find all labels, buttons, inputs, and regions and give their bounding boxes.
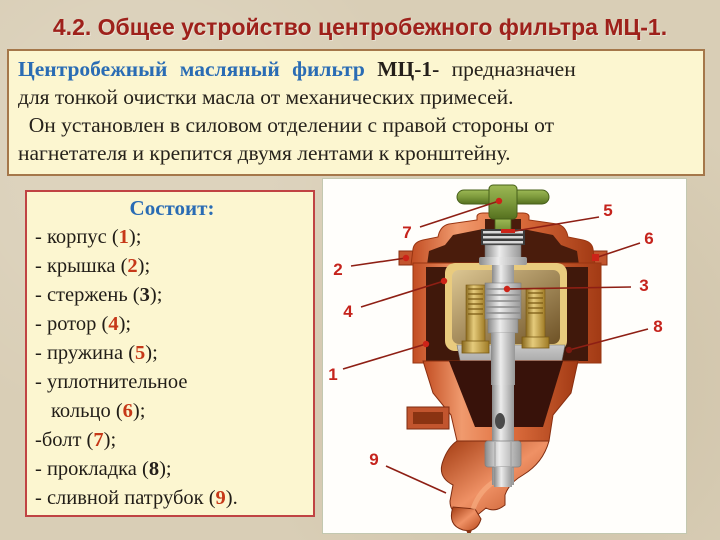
intro-line-3: Он установлен в силовом отделении с прав… [28, 113, 554, 137]
part-row-pruzhina: - пружина (5); [35, 342, 158, 364]
intro-model: МЦ-1- [377, 57, 440, 81]
part-row-prokladka: - прокладка (8); [35, 458, 172, 480]
callout-9: 9 [369, 450, 378, 469]
callout-5: 5 [603, 201, 612, 220]
part-row-bolt: -болт (7); [35, 429, 117, 451]
callout-leader-lines [342, 200, 649, 494]
callout-7: 7 [402, 223, 411, 242]
parts-list-panel: Состоит: - корпус (1); - крышка (2); - с… [25, 190, 315, 517]
filter-diagram: 1 2 3 4 5 6 7 8 9 [328, 184, 663, 533]
page-title: 4.2. Общее устройство центробежного филь… [52, 14, 668, 40]
part-row-slivnoy-patrubok: - сливной патрубок (9). [35, 487, 238, 509]
intro-line-2: для тонкой очистки масла от механических… [18, 85, 514, 109]
filter-cross-section-figure: 1 2 3 4 5 6 7 8 9 [322, 178, 687, 534]
intro-text-box: Центробежный масляный фильтр МЦ-1- предн… [7, 49, 705, 176]
parts-heading: Состоит: [129, 196, 215, 220]
callout-4: 4 [343, 302, 353, 321]
filter-shaft-and-handle [456, 184, 550, 487]
callout-dots [402, 197, 599, 354]
callout-6: 6 [644, 229, 653, 248]
part-row-uplotnitelnoe: - уплотнительное [35, 371, 188, 393]
part-row-sterzhen: - стержень (3); [35, 284, 163, 306]
callout-1: 1 [328, 365, 337, 384]
intro-line-1: Центробежный масляный фильтр МЦ-1- предн… [18, 57, 576, 81]
intro-after-model: предназначен [451, 57, 576, 81]
callout-3: 3 [639, 276, 648, 295]
part-row-korpus: - корпус (1); [35, 226, 142, 248]
callout-8: 8 [653, 317, 662, 336]
part-row-koltso: кольцо (6); [51, 400, 146, 422]
intro-lead: Центробежный масляный фильтр [18, 57, 365, 81]
part-row-rotor: - ротор (4); [35, 313, 132, 335]
intro-line-4: нагнетателя и крепится двумя лентами к к… [18, 141, 511, 165]
part-row-kryshka: - крышка (2); [35, 255, 151, 277]
callout-2: 2 [333, 260, 342, 279]
